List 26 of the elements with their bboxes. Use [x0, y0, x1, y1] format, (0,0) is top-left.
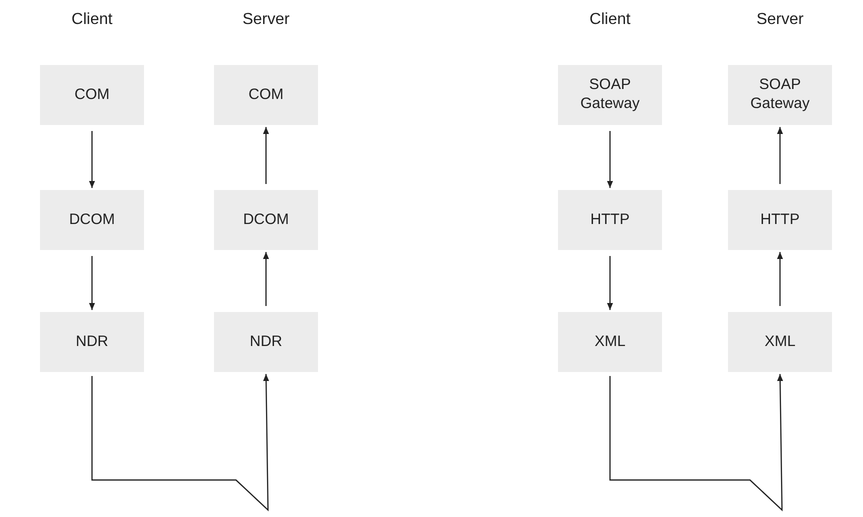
layer-box: SOAP Gateway	[728, 65, 832, 125]
arrow	[91, 374, 270, 512]
layer-box: XML	[558, 312, 662, 372]
column-heading: Server	[242, 11, 290, 28]
layer-box: SOAP Gateway	[558, 65, 662, 125]
arrow	[89, 131, 95, 188]
layer-box: HTTP	[558, 190, 662, 250]
layer-box: DCOM	[40, 190, 144, 250]
layer-box: COM	[214, 65, 318, 125]
arrow	[777, 127, 783, 184]
arrow	[609, 374, 784, 512]
arrow	[263, 252, 269, 306]
layer-box: DCOM	[214, 190, 318, 250]
arrow	[607, 131, 613, 188]
layer-box: COM	[40, 65, 144, 125]
layer-box: NDR	[40, 312, 144, 372]
layer-box: XML	[728, 312, 832, 372]
arrow	[777, 252, 783, 306]
arrow	[263, 127, 269, 184]
column-heading: Client	[590, 11, 630, 28]
column-heading: Server	[756, 11, 804, 28]
column-heading: Client	[72, 11, 112, 28]
arrow	[607, 256, 613, 310]
layer-box: HTTP	[728, 190, 832, 250]
arrow	[89, 256, 95, 310]
layer-box: NDR	[214, 312, 318, 372]
